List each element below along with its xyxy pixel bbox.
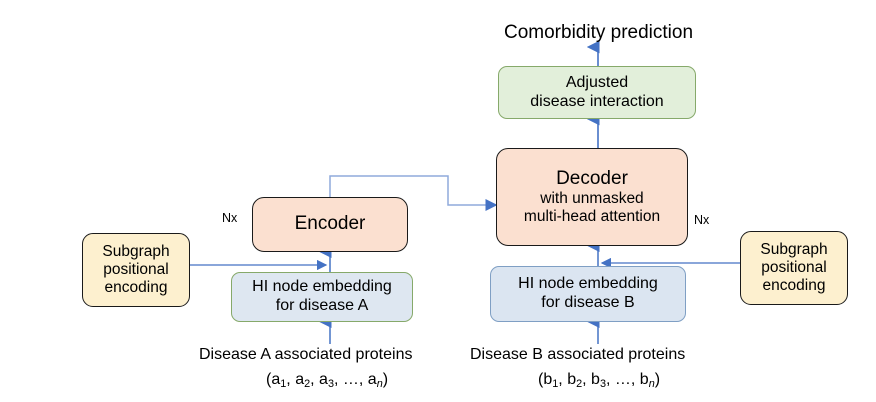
adjusted-line-1: Adjusted [565,73,629,91]
embedding-b-line-1: HI node embedding [518,275,658,293]
adjusted-line-2: disease interaction [530,92,664,110]
subgraph-left-line-2: positional [103,260,169,278]
page-title: Comorbidity prediction [504,22,694,43]
adjusted-disease-interaction-box[interactable]: Adjusted disease interaction [498,66,696,119]
subgraph-right-line-1: Subgraph [760,240,828,258]
decoder-line-2: with unmasked [540,189,644,207]
subgraph-left-line-1: Subgraph [102,242,170,260]
subgraph-right-line-3: encoding [762,277,826,295]
subgraph-positional-encoding-left-box[interactable]: Subgraph positional encoding [82,233,190,307]
encoder-line-1: Encoder [294,213,366,235]
disease-b-protein-list: (b1, b2, b3, …, bn) [538,371,661,391]
hi-node-embedding-b-box[interactable]: HI node embedding for disease B [490,266,686,322]
subgraph-left-line-3: encoding [104,279,168,297]
decoder-repeat-label: Nx [694,213,710,227]
decoder-line-1: Decoder [556,167,628,189]
embedding-b-line-2: for disease B [541,294,635,311]
encoder-box[interactable]: Encoder [252,197,408,252]
disease-a-caption-line-1: Disease A associated proteins [199,346,413,363]
encoder-repeat-label: Nx [222,211,238,225]
subgraph-positional-encoding-right-box[interactable]: Subgraph positional encoding [740,231,848,305]
embedding-a-line-2: for disease A [275,297,369,314]
decoder-box[interactable]: Decoder with unmasked multi-head attenti… [496,148,688,246]
embedding-a-line-1: HI node embedding [252,278,392,296]
decoder-line-3: multi-head attention [523,208,661,226]
hi-node-embedding-a-box[interactable]: HI node embedding for disease A [231,272,413,322]
disease-b-caption-line-1: Disease B associated proteins [470,346,686,363]
disease-a-protein-list: (a1, a2, a3, …, an) [266,371,389,391]
subgraph-right-line-2: positional [761,258,827,276]
